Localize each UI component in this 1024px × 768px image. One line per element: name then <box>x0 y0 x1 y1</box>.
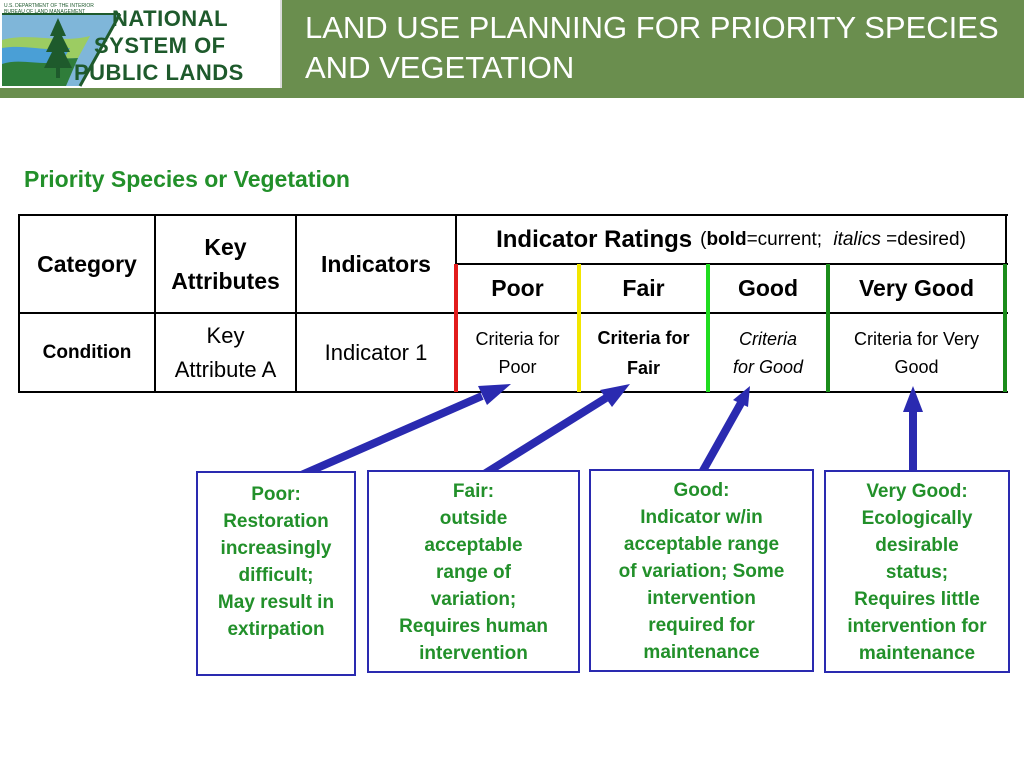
arrow-fair-line <box>478 394 609 480</box>
row-criteria-poor: Criteria for Poor <box>475 328 560 377</box>
ratings-header-divider <box>456 263 1008 265</box>
logo-word-public-lands: PUBLIC LANDS <box>74 60 244 85</box>
table-right-border <box>1005 214 1007 266</box>
header-category: Category <box>37 250 137 277</box>
very-good-right-color-bar <box>1003 264 1007 392</box>
table-top-border <box>18 214 1008 216</box>
header-indicator-ratings: Indicator Ratings (bold=current; italics… <box>496 226 966 253</box>
arrow-fair-head-icon <box>600 384 630 407</box>
logo-small-text: U.S. DEPARTMENT OF THE INTERIOR BUREAU O… <box>4 3 94 15</box>
row-criteria-very-good: Criteria for Very Good <box>853 328 980 377</box>
arrow-poor-line <box>297 392 484 480</box>
fair-color-bar <box>577 264 581 392</box>
logo-word-system-of: SYSTEM OF <box>94 33 226 58</box>
ratings-legend-note: (bold=current; italics =desired) <box>700 229 966 250</box>
desc-poor-box: Poor: Restoration increasingly difficult… <box>196 471 356 676</box>
desc-fair-box: Fair: outside acceptable range of variat… <box>367 470 580 673</box>
header-bar: U.S. DEPARTMENT OF THE INTERIOR BUREAU O… <box>0 0 1024 98</box>
row-indicator: Indicator 1 <box>324 339 428 365</box>
section-subtitle: Priority Species or Vegetation <box>24 166 350 192</box>
header-bottom-border <box>18 312 1008 314</box>
header-poor: Poor <box>491 275 544 301</box>
logo-word-national: NATIONAL <box>112 6 229 31</box>
col-divider-ratings <box>455 214 457 266</box>
blm-logo: U.S. DEPARTMENT OF THE INTERIOR BUREAU O… <box>0 0 282 88</box>
row-category-condition: Condition <box>42 341 132 363</box>
table-left-border <box>18 214 20 393</box>
arrow-good-head-icon <box>733 386 750 407</box>
row-criteria-fair: Criteria for Fair <box>597 327 690 378</box>
header-good: Good <box>737 275 799 301</box>
row-key-attribute: Key Attribute A <box>174 322 277 382</box>
table-bottom-border <box>18 391 1008 393</box>
row-criteria-good: Criteria for Good <box>732 328 804 377</box>
header-very-good: Very Good <box>858 275 975 301</box>
header-fair: Fair <box>622 275 665 301</box>
good-color-bar <box>706 264 710 392</box>
arrow-poor-head-icon <box>478 384 511 405</box>
arrow-very-good-head-icon <box>903 386 923 412</box>
very-good-color-bar <box>826 264 830 392</box>
desc-good-box: Good: Indicator w/in acceptable range of… <box>589 469 814 672</box>
poor-color-bar <box>454 264 458 392</box>
col-divider-indicators <box>295 214 297 393</box>
arrow-good-line <box>696 401 745 478</box>
page-title: LAND USE PLANNING FOR PRIORITY SPECIES A… <box>305 10 999 85</box>
header-indicators: Indicators <box>321 250 431 277</box>
landscape-logo-icon <box>2 13 122 87</box>
desc-very-good-box: Very Good: Ecologically desirable status… <box>824 470 1010 673</box>
col-divider-key-attributes <box>154 214 156 393</box>
header-key-attributes: Key Attributes <box>171 234 280 294</box>
